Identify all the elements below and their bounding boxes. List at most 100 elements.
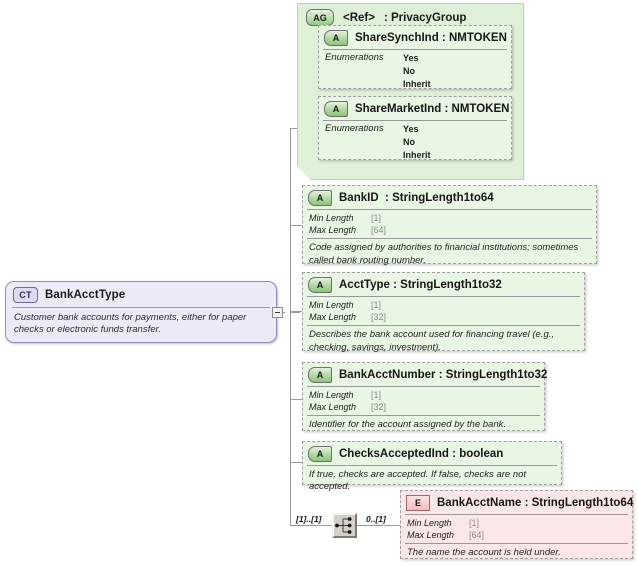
facet-row: Max Length [64] — [407, 529, 626, 541]
facet-row: Max Length [32] — [309, 401, 538, 413]
attribute-header: A ShareMarketInd : NMTOKEN — [319, 97, 511, 120]
attribute-separator: : — [444, 103, 449, 115]
element-icon: E — [406, 495, 430, 511]
attribute-label: ShareMarketInd : NMTOKEN — [355, 103, 509, 115]
attribute-divider — [307, 386, 540, 387]
attribute-type: NMTOKEN — [451, 103, 510, 115]
element-name: BankAcctName — [437, 497, 522, 509]
facet-value: [64] — [371, 225, 387, 236]
attribute-separator: : — [441, 32, 446, 44]
attribute-icon: A — [324, 30, 348, 46]
attribute-node-accttype[interactable]: A AcctType : StringLength1to32 Min Lengt… — [302, 272, 585, 353]
sequence-glyph — [335, 517, 352, 534]
attribute-group-header: AG <Ref> : PrivacyGroup — [298, 4, 523, 30]
attribute-documentation: If true, checks are accepted. If false, … — [309, 469, 527, 493]
attribute-header: A AcctType : StringLength1to32 — [303, 273, 584, 296]
enumerations-label: Enumerations — [325, 123, 384, 134]
facet-row: Max Length [32] — [309, 311, 578, 323]
enumeration-value: Inherit — [403, 78, 431, 89]
attribute-node-sharemarketind[interactable]: A ShareMarketInd : NMTOKEN Enumerations … — [318, 96, 512, 160]
facet-name: Max Length — [309, 312, 357, 323]
attribute-node-checksacceptedind[interactable]: A ChecksAcceptedInd : boolean If true, c… — [302, 441, 562, 492]
attribute-divider-2 — [307, 238, 592, 240]
attribute-name: ShareSynchInd — [355, 32, 439, 44]
attribute-icon: A — [308, 190, 332, 206]
connector-sequence-to-element — [357, 525, 400, 526]
attribute-group-typename: PrivacyGroup — [391, 11, 467, 24]
attribute-documentation: Describes the bank account used for fina… — [309, 329, 555, 353]
attribute-documentation: Identifier for the account assigned by t… — [309, 419, 506, 431]
connector-to-accttype — [290, 311, 302, 312]
attribute-enumerations: Enumerations Yes No Inherit — [319, 121, 511, 163]
complex-type-divider — [12, 307, 270, 308]
attribute-name: BankID — [339, 192, 379, 204]
attribute-icon: A — [324, 101, 348, 117]
facet-name: Max Length — [309, 402, 357, 413]
enumeration-value: Yes — [403, 124, 419, 134]
enumeration-value: No — [403, 136, 415, 147]
attribute-type: StringLength1to32 — [445, 369, 548, 381]
attribute-type: StringLength1to32 — [400, 279, 502, 291]
attribute-separator: : — [393, 279, 397, 291]
attribute-group-ref: <Ref> — [343, 11, 375, 24]
facet-value: [1] — [371, 213, 382, 223]
element-divider — [405, 514, 628, 515]
attribute-icon: A — [308, 277, 332, 293]
facet-value: [1] — [469, 518, 480, 528]
attribute-group-name: : PrivacyGroup — [384, 12, 466, 24]
attribute-node-sharesynchind[interactable]: A ShareSynchInd : NMTOKEN Enumerations Y… — [318, 25, 512, 89]
facet-name: Max Length — [407, 530, 455, 541]
enumeration-value: Inherit — [403, 149, 431, 160]
complex-type-node[interactable]: CT BankAcctType Customer bank accounts f… — [5, 281, 277, 343]
element-divider-2 — [405, 543, 628, 545]
connector-group-branch-v — [290, 128, 291, 226]
attribute-node-bankacctnumber[interactable]: A BankAcctNumber : StringLength1to32 Min… — [302, 362, 547, 431]
enumeration-value: No — [403, 65, 415, 76]
element-facets: Min Length [1] Max Length [64] — [401, 515, 632, 543]
enumerations-label: Enumerations — [325, 52, 384, 63]
element-header: E BankAcctName : StringLength1to64 — [401, 491, 634, 514]
attribute-separator: : — [452, 448, 456, 460]
attribute-divider-2 — [307, 325, 580, 327]
element-documentation: The name the account is held under. — [407, 547, 561, 559]
attribute-documentation: Code assigned by authorities to financia… — [309, 242, 579, 266]
attribute-node-bankid[interactable]: A BankID : StringLength1to64 Min Length … — [302, 185, 597, 266]
element-node-bankacctname[interactable]: E BankAcctName : StringLength1to64 Min L… — [400, 490, 633, 559]
attribute-divider-2 — [307, 415, 540, 417]
attribute-group-icon: AG — [306, 9, 334, 26]
enumeration-value: Yes — [403, 53, 419, 63]
attribute-label: ShareSynchInd : NMTOKEN — [355, 32, 507, 44]
connector-trunk-to-sequence — [290, 525, 332, 526]
attribute-facets: Min Length [1] Max Length [64] — [303, 210, 596, 238]
attribute-header: A ShareSynchInd : NMTOKEN — [319, 26, 511, 49]
cardinality-right: 0..[1] — [366, 514, 386, 524]
attribute-icon: A — [308, 446, 332, 462]
attribute-separator: : — [438, 369, 443, 381]
facet-row: Max Length [64] — [309, 224, 590, 236]
attribute-divider — [307, 465, 557, 466]
complex-type-documentation: Customer bank accounts for payments, eit… — [14, 312, 247, 336]
facet-value: [1] — [371, 300, 382, 310]
attribute-group-separator: : — [383, 11, 388, 24]
attribute-label: BankID : StringLength1to64 — [339, 192, 494, 204]
facet-row: Min Length [1] — [309, 212, 590, 224]
attribute-facets: Min Length [1] Max Length [32] — [303, 387, 544, 415]
collapse-toggle-root[interactable] — [272, 307, 283, 318]
facet-name: Min Length — [407, 518, 452, 528]
attribute-facets: Min Length [1] Max Length [32] — [303, 297, 584, 325]
connector-to-bankacctnumber — [290, 399, 302, 400]
element-type: StringLength1to64 — [531, 497, 634, 509]
facet-row: Min Length [1] — [309, 299, 578, 311]
attribute-name: BankAcctNumber — [339, 369, 436, 381]
facet-name: Min Length — [309, 213, 354, 223]
enumerations-values: Yes No Inherit — [403, 123, 431, 161]
connector-root-to-trunk — [290, 312, 300, 313]
sequence-icon[interactable] — [332, 513, 357, 538]
attribute-label: BankAcctNumber : StringLength1to32 — [339, 369, 547, 381]
attribute-divider — [323, 120, 507, 121]
attribute-name: ShareMarketInd — [355, 103, 442, 115]
attribute-header: A BankID : StringLength1to64 — [303, 186, 596, 209]
connector-trunk — [290, 225, 291, 525]
facet-row: Min Length [1] — [407, 517, 626, 529]
